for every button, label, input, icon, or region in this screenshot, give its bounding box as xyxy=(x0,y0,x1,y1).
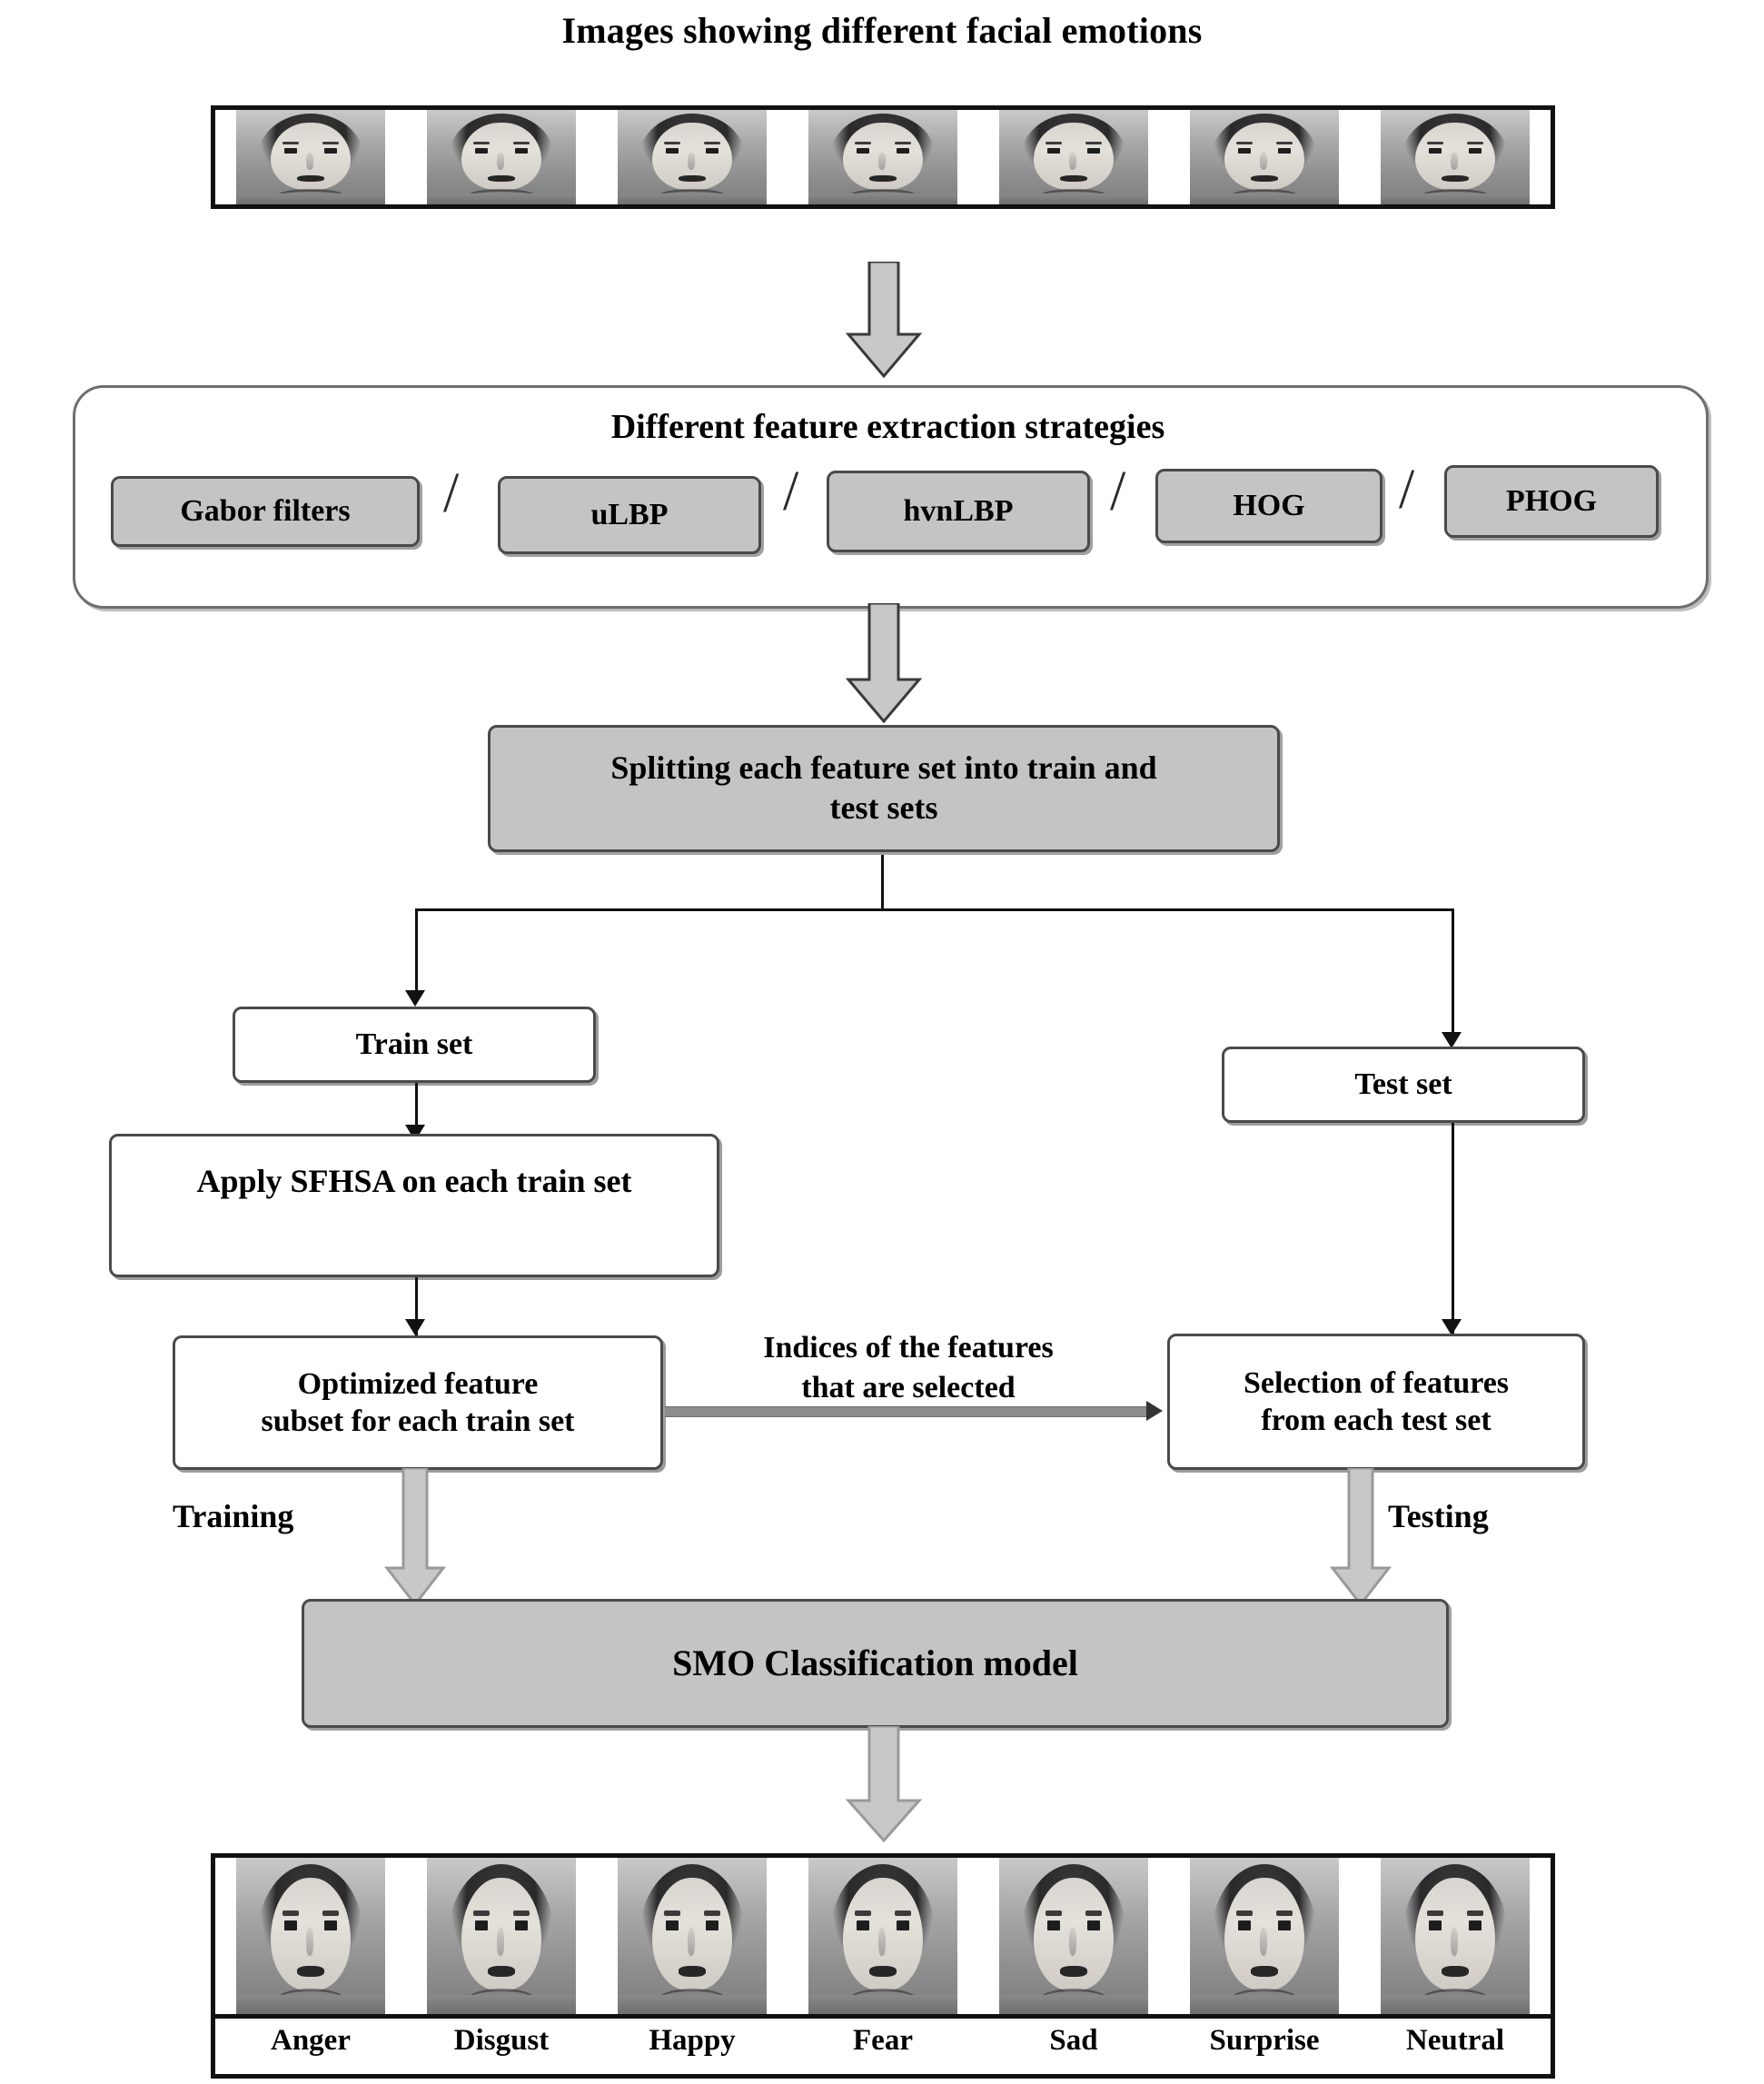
feature-method-gabor-filters[interactable]: Gabor filters xyxy=(111,476,420,547)
face-image xyxy=(1381,1858,1530,2014)
input-face-cell xyxy=(597,110,788,204)
arrowhead-selection-features xyxy=(1442,1319,1462,1335)
split-box-line2: test sets xyxy=(829,789,938,826)
face-image xyxy=(1190,110,1339,204)
output-images-strip: Anger Disgust Happy Fear Sad Surprise Ne… xyxy=(211,1853,1555,2079)
output-face-cell xyxy=(1169,1858,1360,2014)
selection-features-line2: from each test set xyxy=(1261,1404,1491,1437)
emotion-label-sad: Sad xyxy=(1049,2024,1098,2057)
apply-sfhsa-label: Apply SFHSA on each train set xyxy=(196,1163,632,1199)
connector-train-to-sfhsa xyxy=(415,1083,418,1143)
face-image xyxy=(618,110,767,204)
apply-sfhsa-box: Apply SFHSA on each train set xyxy=(109,1134,719,1277)
input-face-cell xyxy=(215,110,406,204)
connector-to-train-set xyxy=(415,908,418,996)
face-image xyxy=(1381,110,1530,204)
face-image xyxy=(1190,1858,1339,2014)
optimized-feature-subset-box: Optimized feature subset for each train … xyxy=(173,1335,663,1470)
face-image xyxy=(236,110,385,204)
separator-slash: / xyxy=(783,461,799,522)
feature-method-hvnlbp[interactable]: hvnLBP xyxy=(827,471,1090,552)
connector-branch-horizontal xyxy=(415,908,1454,911)
smo-classifier-label: SMO Classification model xyxy=(672,1642,1078,1683)
feature-method-label: PHOG xyxy=(1505,484,1598,519)
feature-method-label: hvnLBP xyxy=(903,494,1014,529)
output-images-row xyxy=(215,1858,1551,2014)
arrow-optimized-to-classifier xyxy=(383,1466,447,1607)
input-face-cell xyxy=(788,110,978,204)
input-face-cell xyxy=(1169,110,1360,204)
output-face-cell xyxy=(597,1858,788,2014)
emotion-label-surprise: Surprise xyxy=(1209,2024,1320,2057)
page-title: Images showing different facial emotions xyxy=(561,10,1203,51)
feature-method-label: HOG xyxy=(1233,489,1305,523)
arrowhead-train-set xyxy=(405,990,425,1007)
emotion-label-neutral: Neutral xyxy=(1405,2024,1505,2057)
feature-method-ulbp[interactable]: uLBP xyxy=(498,476,761,554)
feature-method-hog[interactable]: HOG xyxy=(1155,469,1382,543)
selection-features-line1: Selection of features xyxy=(1243,1365,1510,1400)
test-set-box: Test set xyxy=(1222,1047,1585,1123)
arrowhead-indices xyxy=(1146,1401,1163,1421)
face-image xyxy=(618,1858,767,2014)
input-images-strip xyxy=(211,105,1555,209)
arrow-classifier-to-output xyxy=(845,1724,923,1843)
connector-test-to-selection xyxy=(1452,1123,1454,1341)
training-label: Training xyxy=(173,1498,294,1534)
face-image xyxy=(999,110,1148,204)
feature-method-phog[interactable]: PHOG xyxy=(1444,465,1659,538)
split-feature-set-box: Splitting each feature set into train an… xyxy=(488,725,1280,852)
input-face-cell xyxy=(406,110,597,204)
feature-method-label: uLBP xyxy=(590,498,669,532)
face-image xyxy=(999,1858,1148,2014)
face-image xyxy=(427,110,576,204)
smo-classification-model-box: SMO Classification model xyxy=(302,1599,1449,1728)
output-face-cell xyxy=(788,1858,978,2014)
indices-label-line2: that are selected xyxy=(801,1371,1016,1405)
arrowhead-test-set xyxy=(1442,1032,1462,1048)
output-face-cell xyxy=(215,1858,406,2014)
connector-indices-shaft xyxy=(665,1406,1146,1417)
face-image xyxy=(236,1858,385,2014)
arrow-images-to-features xyxy=(845,260,923,379)
separator-slash: / xyxy=(1399,459,1415,521)
indices-of-features-label: Indices of the features that are selecte… xyxy=(663,1328,1154,1408)
separator-slash: / xyxy=(1110,461,1126,522)
arrow-features-to-split xyxy=(845,601,923,724)
emotion-label-anger: Anger xyxy=(271,2024,351,2057)
arrow-selection-to-classifier xyxy=(1329,1466,1392,1607)
selection-of-features-box: Selection of features from each test set xyxy=(1167,1334,1585,1470)
input-face-cell xyxy=(1360,110,1551,204)
connector-to-test-set xyxy=(1452,908,1454,1043)
train-set-box: Train set xyxy=(233,1007,596,1083)
emotion-label-happy: Happy xyxy=(649,2024,736,2057)
emotion-label-fear: Fear xyxy=(853,2024,913,2057)
output-face-cell xyxy=(978,1858,1169,2014)
input-images-row xyxy=(215,110,1551,204)
connector-split-stem xyxy=(881,855,884,910)
arrowhead-optimized-subset xyxy=(405,1319,425,1335)
face-image xyxy=(808,1858,957,2014)
emotion-labels-row: Anger Disgust Happy Fear Sad Surprise Ne… xyxy=(215,2014,1551,2065)
optimized-subset-line1: Optimized feature xyxy=(297,1366,539,1401)
feature-extraction-heading: Different feature extraction strategies xyxy=(610,408,1165,446)
output-face-cell xyxy=(1360,1858,1551,2014)
output-face-cell xyxy=(406,1858,597,2014)
face-image xyxy=(808,110,957,204)
split-box-line1: Splitting each feature set into train an… xyxy=(610,749,1157,787)
testing-label: Testing xyxy=(1388,1498,1489,1534)
emotion-label-disgust: Disgust xyxy=(453,2024,550,2057)
train-set-label: Train set xyxy=(355,1027,473,1062)
input-face-cell xyxy=(978,110,1169,204)
face-image xyxy=(427,1858,576,2014)
test-set-label: Test set xyxy=(1354,1067,1452,1102)
optimized-subset-line2: subset for each train set xyxy=(261,1404,575,1438)
separator-slash: / xyxy=(443,462,460,524)
connector-sfhsa-to-optimized xyxy=(415,1277,418,1343)
feature-method-label: Gabor filters xyxy=(180,494,351,529)
indices-label-line1: Indices of the features xyxy=(763,1331,1054,1365)
